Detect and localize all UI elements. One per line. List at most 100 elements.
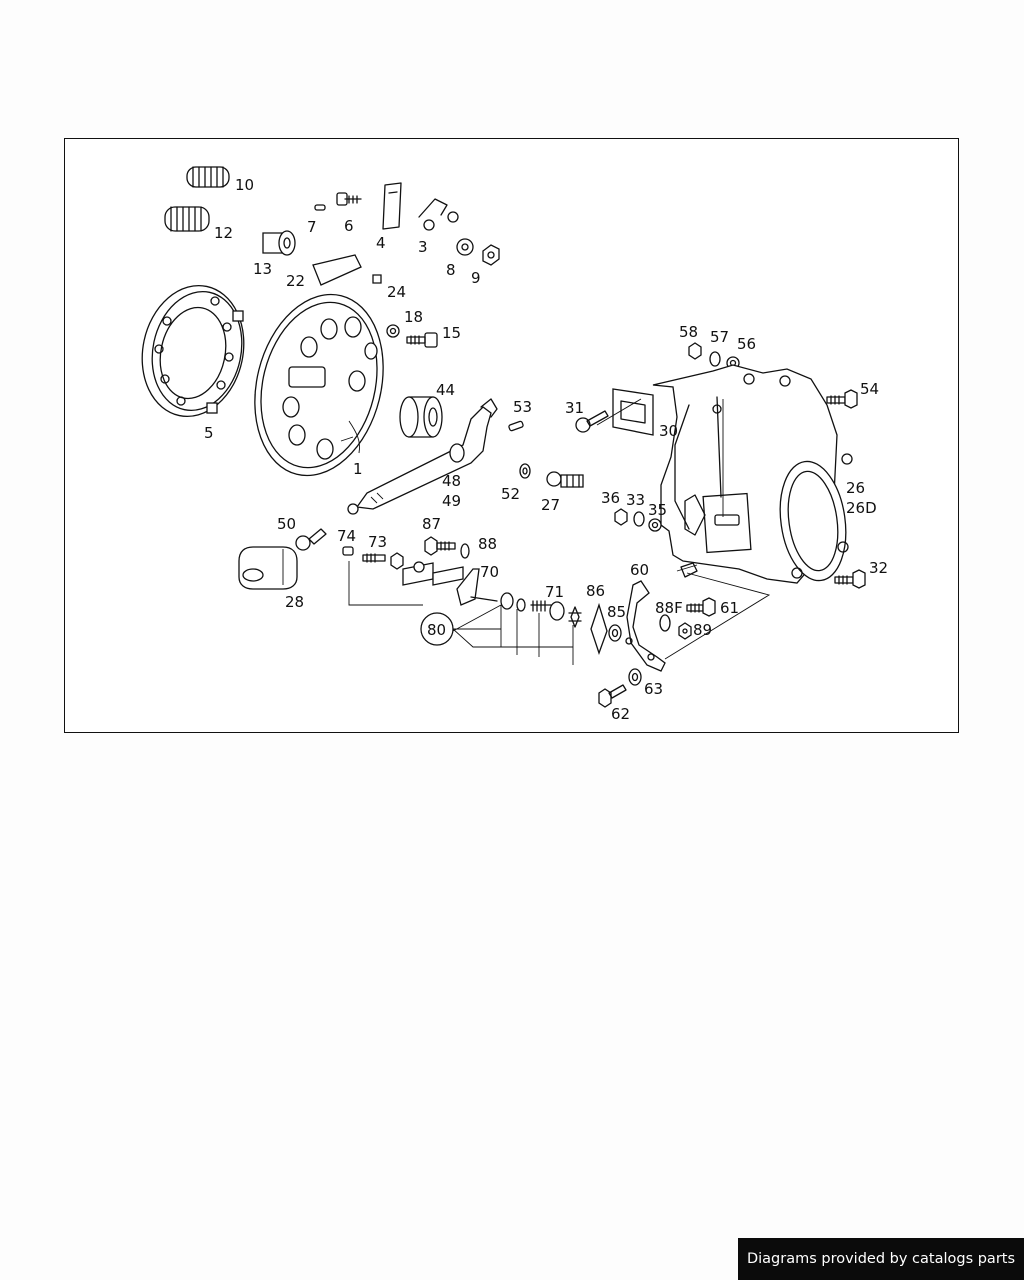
label-48: 48 bbox=[442, 472, 461, 490]
label-60: 60 bbox=[630, 561, 649, 579]
release-bearing-44-illustration bbox=[399, 396, 443, 438]
label-32: 32 bbox=[869, 559, 888, 577]
leader-lines bbox=[348, 399, 771, 665]
fitting-73-illustration bbox=[362, 552, 404, 570]
label-31: 31 bbox=[565, 399, 584, 417]
label-89: 89 bbox=[693, 621, 712, 639]
label-87: 87 bbox=[422, 515, 441, 533]
bolt-62-illustration bbox=[598, 684, 627, 708]
label-13: 13 bbox=[253, 260, 272, 278]
label-63: 63 bbox=[644, 680, 663, 698]
bolt-61-illustration bbox=[686, 597, 716, 617]
washer-35-illustration bbox=[648, 518, 662, 532]
spring-12-illustration bbox=[164, 206, 210, 232]
label-58: 58 bbox=[679, 323, 698, 341]
label-61: 61 bbox=[720, 599, 739, 617]
release-fork-48-illustration bbox=[347, 398, 498, 515]
bolt-32-illustration bbox=[834, 569, 866, 589]
nut-58-illustration bbox=[688, 342, 702, 360]
washer-88-illustration bbox=[460, 543, 470, 559]
bolt-54-illustration bbox=[826, 389, 858, 409]
credit-text: Diagrams provided by catalogs parts bbox=[746, 1251, 1016, 1267]
label-36: 36 bbox=[601, 489, 620, 507]
bracket-60-illustration bbox=[625, 580, 666, 672]
clutch-disc-1-illustration bbox=[254, 293, 384, 477]
label-26: 26 bbox=[846, 479, 865, 497]
valve-74-illustration bbox=[342, 546, 354, 556]
label-28: 28 bbox=[285, 593, 304, 611]
plate-4-illustration bbox=[382, 182, 402, 230]
cylinder-parts-71-illustration bbox=[500, 592, 582, 628]
label-56: 56 bbox=[737, 335, 756, 353]
label-6: 6 bbox=[344, 217, 354, 235]
label-26d: 26D bbox=[846, 499, 877, 517]
bolt-87-illustration bbox=[424, 536, 456, 556]
clip-3-illustration bbox=[418, 198, 459, 231]
screw-6-illustration bbox=[336, 192, 362, 206]
nut-36-illustration bbox=[614, 508, 628, 526]
label-80: 80 bbox=[427, 621, 446, 639]
bushing-13-illustration bbox=[262, 230, 296, 256]
boot-28-illustration bbox=[238, 546, 298, 590]
label-8: 8 bbox=[446, 261, 456, 279]
label-54: 54 bbox=[860, 380, 879, 398]
pin-7-illustration bbox=[314, 204, 326, 211]
label-73: 73 bbox=[368, 533, 387, 551]
label-18: 18 bbox=[404, 308, 423, 326]
pressure-plate-5-illustration bbox=[141, 284, 245, 418]
label-57: 57 bbox=[710, 328, 729, 346]
label-62: 62 bbox=[611, 705, 630, 723]
parts-diagram-frame: 10 12 7 6 4 3 13 22 8 9 24 18 15 5 1 44 … bbox=[64, 138, 959, 733]
washer-57-illustration bbox=[709, 351, 721, 367]
nut-9-illustration bbox=[482, 244, 500, 266]
bell-housing-26-illustration bbox=[652, 364, 853, 584]
nut-89-illustration bbox=[678, 622, 692, 640]
label-30: 30 bbox=[659, 422, 678, 440]
label-52: 52 bbox=[501, 485, 520, 503]
label-22: 22 bbox=[286, 272, 305, 290]
label-33: 33 bbox=[626, 491, 645, 509]
label-4: 4 bbox=[376, 234, 386, 252]
label-7: 7 bbox=[307, 218, 317, 236]
ring-52-illustration bbox=[519, 463, 531, 479]
nut-63-illustration bbox=[628, 668, 642, 686]
label-27: 27 bbox=[541, 496, 560, 514]
label-74: 74 bbox=[337, 527, 356, 545]
label-10: 10 bbox=[235, 176, 254, 194]
part-labels: 10 12 7 6 4 3 13 22 8 9 24 18 15 5 1 44 … bbox=[204, 176, 888, 723]
label-53: 53 bbox=[513, 398, 532, 416]
washer-8-illustration bbox=[456, 238, 474, 256]
label-35: 35 bbox=[648, 501, 667, 519]
credit-banner: Diagrams provided by catalogs parts bbox=[738, 1238, 1024, 1280]
label-88f: 88F bbox=[655, 599, 683, 617]
label-12: 12 bbox=[214, 224, 233, 242]
washer-33-illustration bbox=[633, 511, 645, 527]
exploded-clutch-diagram: 10 12 7 6 4 3 13 22 8 9 24 18 15 5 1 44 … bbox=[141, 166, 888, 723]
label-50: 50 bbox=[277, 515, 296, 533]
label-5: 5 bbox=[204, 424, 214, 442]
callout-circle-80 bbox=[420, 612, 454, 646]
segment-22-illustration bbox=[312, 254, 362, 286]
label-71: 71 bbox=[545, 583, 564, 601]
slave-cylinder-70-illustration bbox=[402, 561, 498, 606]
label-85: 85 bbox=[607, 603, 626, 621]
ball-pin-50-illustration bbox=[295, 528, 327, 551]
washer-18-illustration bbox=[386, 324, 400, 338]
label-49: 49 bbox=[442, 492, 461, 510]
label-1: 1 bbox=[353, 460, 363, 478]
spring-10-illustration bbox=[186, 166, 230, 188]
pin-53-illustration bbox=[508, 420, 524, 432]
bolt-31-illustration bbox=[575, 410, 609, 433]
label-3: 3 bbox=[418, 238, 428, 256]
label-9: 9 bbox=[471, 269, 481, 287]
bolt-15-illustration bbox=[406, 332, 438, 348]
washer-88f-illustration bbox=[659, 614, 671, 632]
label-70: 70 bbox=[480, 563, 499, 581]
bolt-27-illustration bbox=[546, 471, 584, 488]
label-88: 88 bbox=[478, 535, 497, 553]
pin-24-illustration bbox=[372, 274, 382, 284]
label-24: 24 bbox=[387, 283, 406, 301]
washer-85-illustration bbox=[608, 624, 622, 642]
cover-plate-30-illustration bbox=[596, 388, 654, 436]
label-15: 15 bbox=[442, 324, 461, 342]
